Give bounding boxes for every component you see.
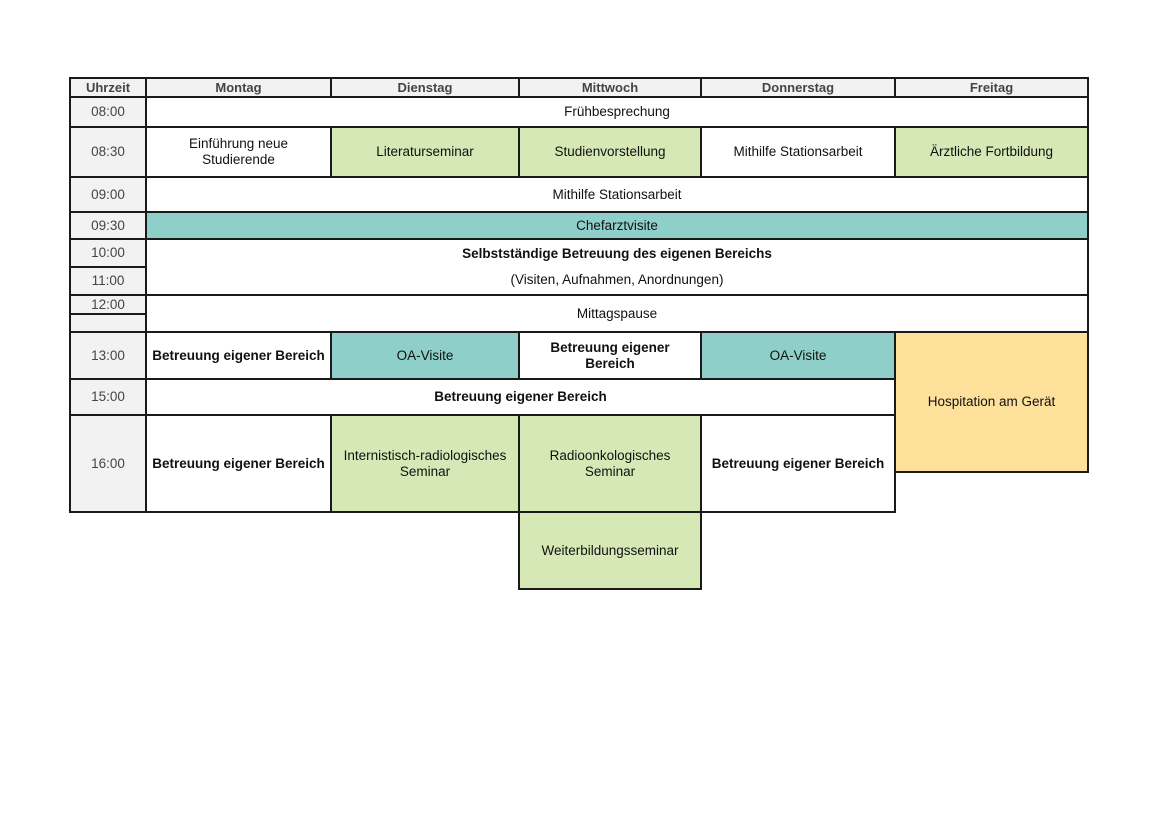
time-0830: 08:30 — [69, 126, 147, 178]
time-1300: 13:00 — [69, 331, 147, 380]
time-1600: 16:00 — [69, 414, 147, 513]
time-1200: 12:00 — [69, 294, 147, 315]
event-mittagspause: Mittagspause — [145, 294, 1089, 333]
event-hospitation-am-geraet: Hospitation am Gerät — [894, 331, 1089, 473]
header-freitag: Freitag — [894, 77, 1089, 98]
event-chefarztvisite: Chefarztvisite — [145, 211, 1089, 240]
event-visiten-aufnahmen: (Visiten, Aufnahmen, Anordnungen) — [145, 266, 1089, 296]
event-betreuung-mittwoch-1300: Betreuung eigener Bereich — [518, 331, 702, 380]
time-1000: 10:00 — [69, 238, 147, 268]
event-mithilfe-donnerstag: Mithilfe Stationsarbeit — [700, 126, 896, 178]
event-radioonkologisches-seminar: Radioonkologisches Seminar — [518, 414, 702, 513]
event-selbststaendige-betreuung: Selbstständige Betreuung des eigenen Ber… — [145, 238, 1089, 267]
event-oa-visite-donnerstag: OA-Visite — [700, 331, 896, 380]
event-weiterbildungsseminar: Weiterbildungsseminar — [518, 511, 702, 590]
event-internistisch-radiologisches-seminar: Internistisch-radiologisches Seminar — [330, 414, 520, 513]
event-betreuung-montag-1300: Betreuung eigener Bereich — [145, 331, 332, 380]
event-oa-visite-dienstag: OA-Visite — [330, 331, 520, 380]
event-einfuehrung-studierende: Einführung neue Studierende — [145, 126, 332, 178]
header-uhrzeit: Uhrzeit — [69, 77, 147, 98]
event-aerztliche-fortbildung: Ärztliche Fortbildung — [894, 126, 1089, 178]
event-studienvorstellung: Studienvorstellung — [518, 126, 702, 178]
time-0900: 09:00 — [69, 176, 147, 213]
header-dienstag: Dienstag — [330, 77, 520, 98]
time-1500: 15:00 — [69, 378, 147, 416]
header-donnerstag: Donnerstag — [700, 77, 896, 98]
time-0930: 09:30 — [69, 211, 147, 240]
header-mittwoch: Mittwoch — [518, 77, 702, 98]
time-0800: 08:00 — [69, 96, 147, 128]
header-montag: Montag — [145, 77, 332, 98]
event-betreuung-montag-1600: Betreuung eigener Bereich — [145, 414, 332, 513]
event-literaturseminar: Literaturseminar — [330, 126, 520, 178]
event-betreuung-donnerstag-1600: Betreuung eigener Bereich — [700, 414, 896, 513]
event-fruehbesprechung: Frühbesprechung — [145, 96, 1089, 128]
event-betreuung-1500: Betreuung eigener Bereich — [145, 378, 896, 416]
time-1100: 11:00 — [69, 266, 147, 296]
time-empty — [69, 313, 147, 333]
event-mithilfe-stationsarbeit: Mithilfe Stationsarbeit — [145, 176, 1089, 213]
